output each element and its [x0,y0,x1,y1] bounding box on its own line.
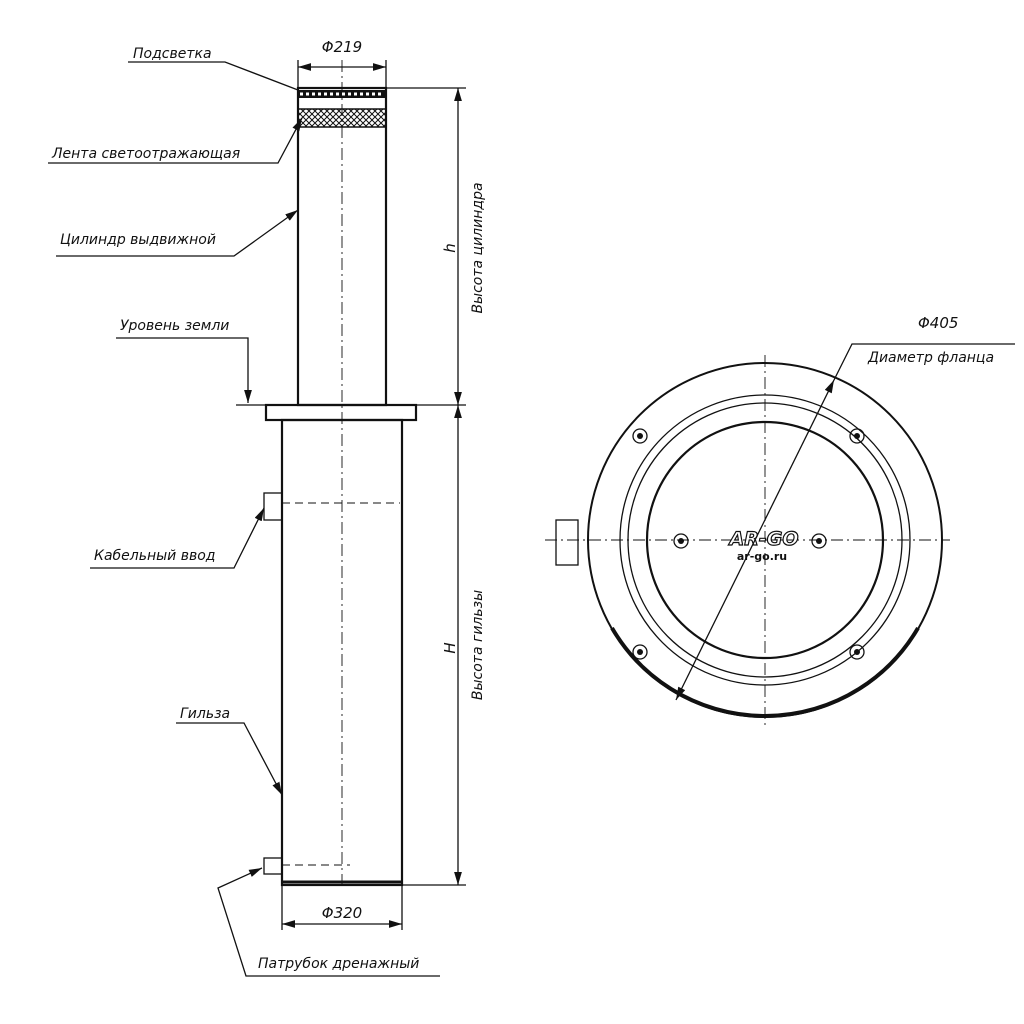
logo-brand: AR-GO [728,528,799,550]
cable-entry-top [555,519,579,566]
flange [264,403,418,422]
drain-pipe [263,857,283,875]
side-view [236,60,418,890]
label-flange-diameter: Диаметр фланца [867,350,994,366]
cylinder-height-symbol: h [441,243,459,253]
callouts: Подсветка Лента светоотражающая Цилиндр … [48,46,440,977]
dimensions: Φ219 Φ320 h Высота цилиндра H Высота гил… [281,38,486,930]
label-lighting: Подсветка [133,46,212,62]
top-view: AR-GO ar-go.ru Φ405 Диаметр фланца [545,314,1015,725]
label-reflective-tape: Лента светоотражающая [51,146,240,162]
sleeve-height-label: Высота гильзы [470,590,486,700]
label-cable-entry: Кабельный ввод [94,548,215,564]
flange-diameter-value: Φ405 [918,314,958,332]
cylinder-height-label: Высота цилиндра [470,182,486,313]
label-ground-level: Уровень земли [120,318,229,334]
cylinder-diameter: Φ219 [322,38,362,56]
cable-entry [263,492,283,521]
sleeve [280,418,404,887]
label-cylinder: Цилиндр выдвижной [60,232,216,248]
reflective-tape [297,108,387,128]
sleeve-height-symbol: H [441,642,459,653]
sleeve-diameter: Φ320 [322,904,362,922]
label-drain-pipe: Патрубок дренажный [258,956,419,972]
label-sleeve: Гильза [180,706,230,722]
